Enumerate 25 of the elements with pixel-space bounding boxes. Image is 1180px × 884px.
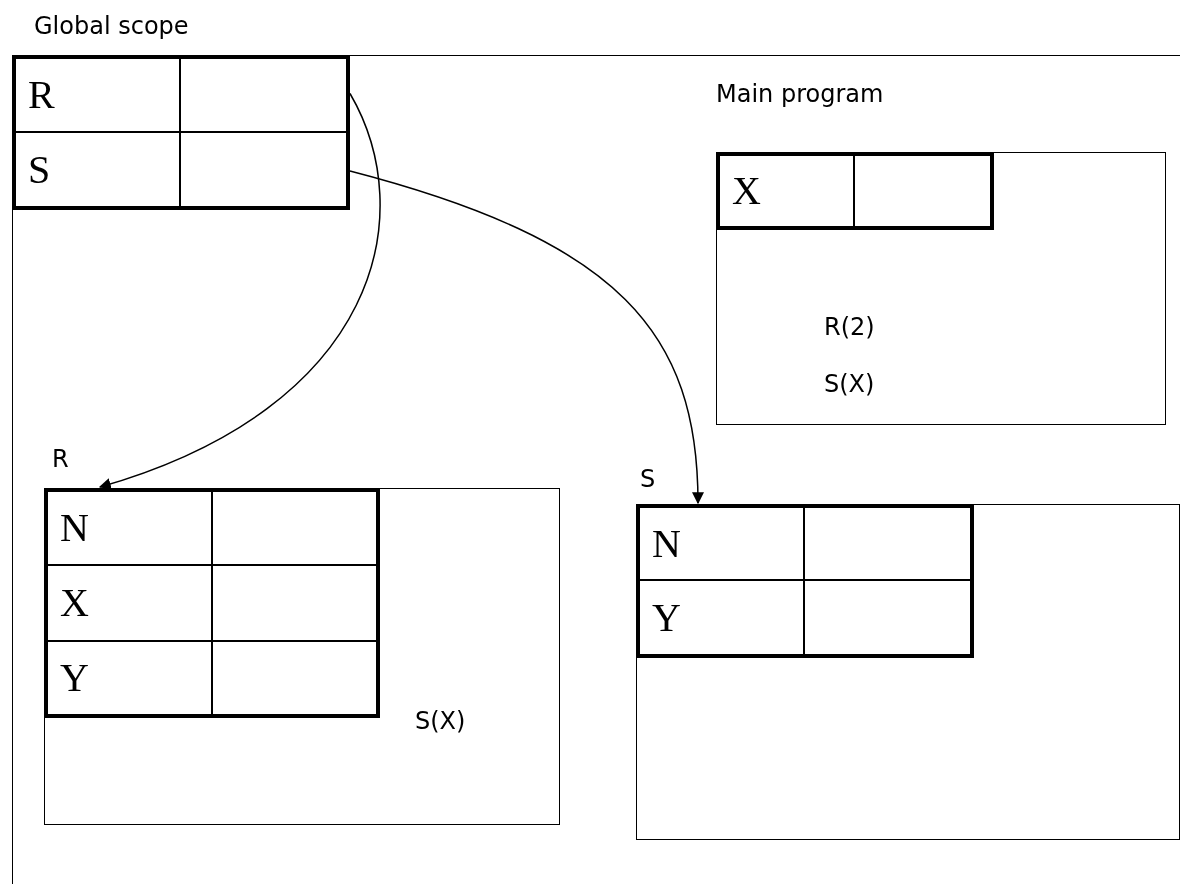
- symbol-cell: Y: [44, 641, 212, 718]
- symbol-cell: R: [12, 55, 180, 132]
- scope-heading: Main program: [716, 80, 884, 109]
- value-cell: [804, 504, 974, 580]
- symbol-cell: N: [44, 488, 212, 565]
- value-cell: [854, 152, 994, 230]
- scope-heading: Global scope: [34, 12, 189, 41]
- call-statement: S(X): [415, 707, 466, 736]
- symbol-cell: X: [44, 565, 212, 641]
- symbol-cell: X: [716, 152, 854, 230]
- symbol-cell: Y: [636, 580, 804, 658]
- call-statement: S(X): [824, 370, 875, 399]
- call-statement: R(2): [824, 313, 875, 342]
- scope-heading: R: [52, 445, 69, 474]
- value-cell: [212, 641, 380, 718]
- arrow: [98, 92, 381, 490]
- value-cell: [804, 580, 974, 658]
- value-cell: [180, 55, 350, 132]
- scope-heading: S: [640, 465, 656, 494]
- symbol-cell: N: [636, 504, 804, 580]
- value-cell: [212, 488, 380, 565]
- arrow: [349, 170, 704, 505]
- symbol-cell: S: [12, 132, 180, 210]
- value-cell: [212, 565, 380, 641]
- value-cell: [180, 132, 350, 210]
